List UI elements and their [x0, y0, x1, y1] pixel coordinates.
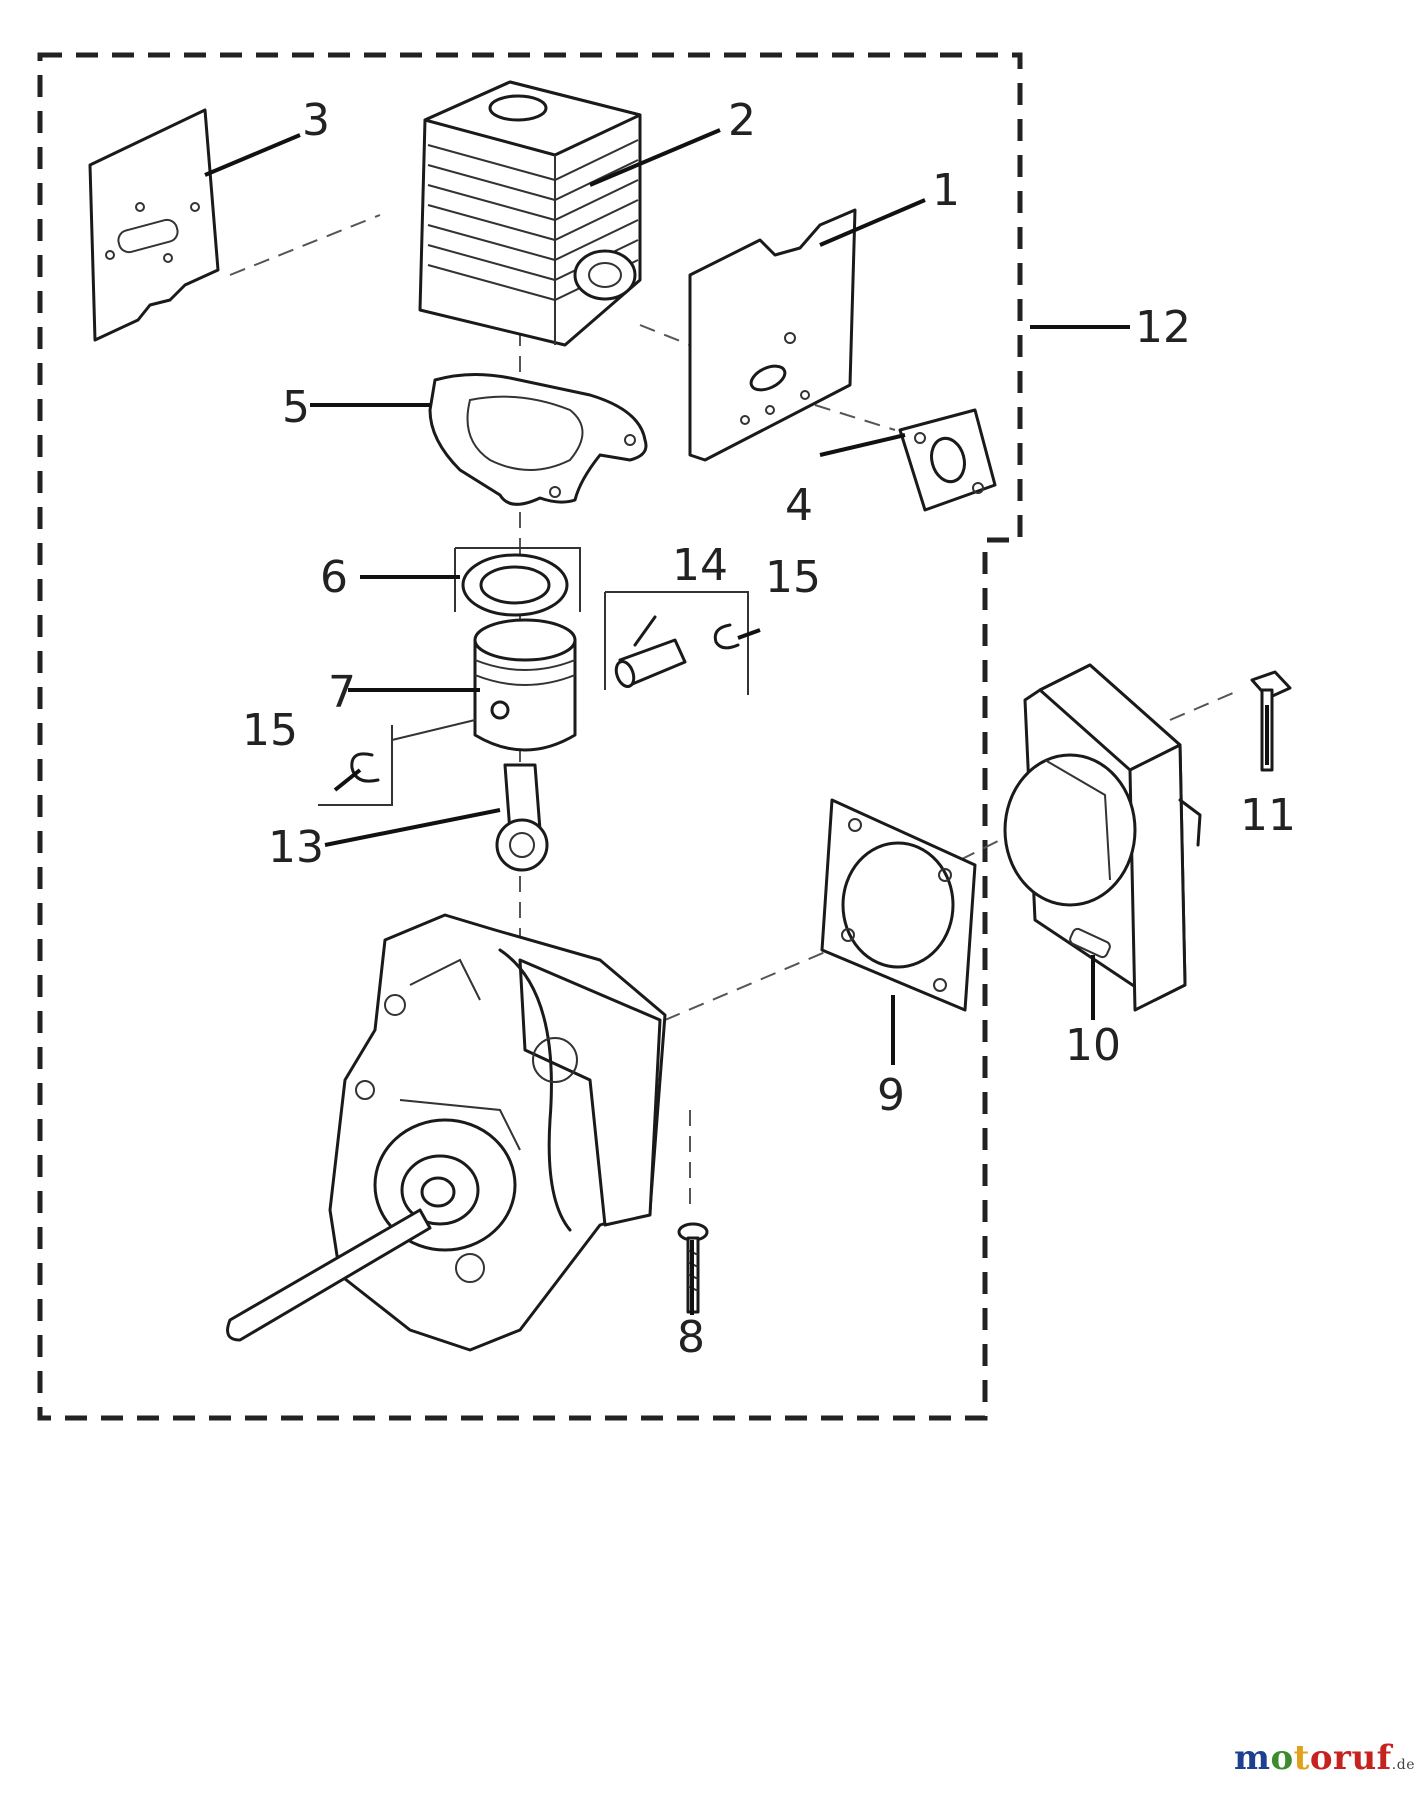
callout-7: 7	[328, 667, 356, 718]
callouts: 1 2 3 4 5 6 7 8 9 10 11 12 13 14 15 15	[242, 95, 1296, 1363]
base-gasket	[428, 372, 648, 506]
callout-1: 1	[932, 165, 960, 216]
connecting-rod	[495, 763, 549, 872]
callout-15-right: 15	[765, 552, 821, 603]
callout-15-left: 15	[242, 705, 298, 756]
piston-pin-clip	[318, 719, 476, 806]
callout-2: 2	[728, 95, 756, 146]
callout-11: 11	[1240, 790, 1296, 841]
piston-ring	[454, 547, 581, 617]
muffler	[1003, 663, 1202, 1012]
crankcase	[226, 913, 667, 1352]
muffler-gasket	[820, 798, 977, 1012]
callout-9: 9	[877, 1070, 905, 1121]
logo-part-4: oruf	[1309, 1738, 1392, 1778]
callout-13: 13	[268, 822, 324, 873]
piston-pin-assembly	[604, 591, 749, 695]
gasket-plate	[88, 108, 220, 342]
logo-part-1: m	[1233, 1738, 1271, 1778]
logo-tld: .de	[1391, 1757, 1415, 1773]
callout-8: 8	[677, 1312, 705, 1363]
assembly-frame	[37, 52, 1023, 1421]
piston	[473, 618, 577, 752]
callout-14: 14	[672, 540, 728, 591]
heat-shield-plate	[688, 208, 857, 462]
leader-lines	[204, 128, 1269, 1315]
bolt	[1250, 670, 1292, 772]
logo-part-3: t	[1293, 1738, 1310, 1778]
callout-6: 6	[320, 552, 348, 603]
callout-4: 4	[785, 480, 813, 531]
callout-10: 10	[1065, 1020, 1121, 1071]
callout-12: 12	[1135, 302, 1191, 353]
callout-3: 3	[302, 95, 330, 146]
logo-part-2: o	[1270, 1738, 1294, 1778]
callout-5: 5	[282, 382, 310, 433]
intake-gasket	[898, 408, 997, 512]
brand-logo: motoruf.de	[1234, 1738, 1415, 1778]
cylinder	[418, 80, 642, 347]
